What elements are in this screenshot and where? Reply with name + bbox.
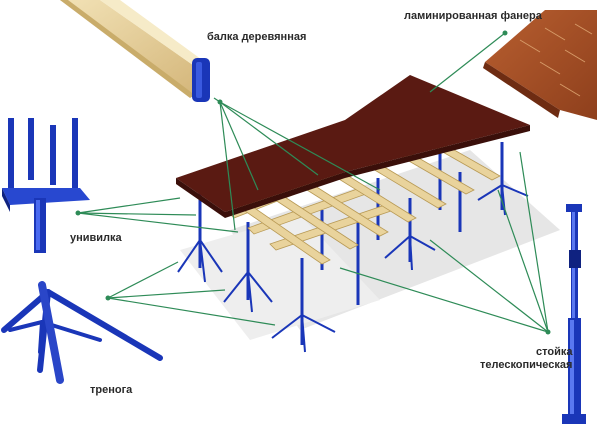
label-laminated-plywood: ламинированная фанера <box>404 10 542 22</box>
fork-head-sample <box>2 118 90 253</box>
ground-shadow <box>180 150 560 340</box>
tripod-sample <box>1 281 163 384</box>
formwork-assembly <box>176 75 530 353</box>
label-prop-line2: телескопическая <box>480 359 573 371</box>
plywood-sample <box>483 10 597 120</box>
assembly-props <box>198 142 504 345</box>
leader-dots <box>75 30 551 335</box>
label-wooden-beam: балка деревянная <box>207 31 307 43</box>
label-tripod: тренога <box>90 384 133 396</box>
telescopic-prop-sample <box>562 204 586 424</box>
assembly-tripods <box>177 184 529 353</box>
leader-lines <box>77 32 549 333</box>
label-telescopic-prop: стойка телескопическая <box>480 346 572 372</box>
label-fork-head: унивилка <box>70 232 122 244</box>
label-prop-line1: стойка <box>535 346 573 358</box>
beam-sample <box>60 0 210 102</box>
assembly-deck <box>176 75 530 218</box>
